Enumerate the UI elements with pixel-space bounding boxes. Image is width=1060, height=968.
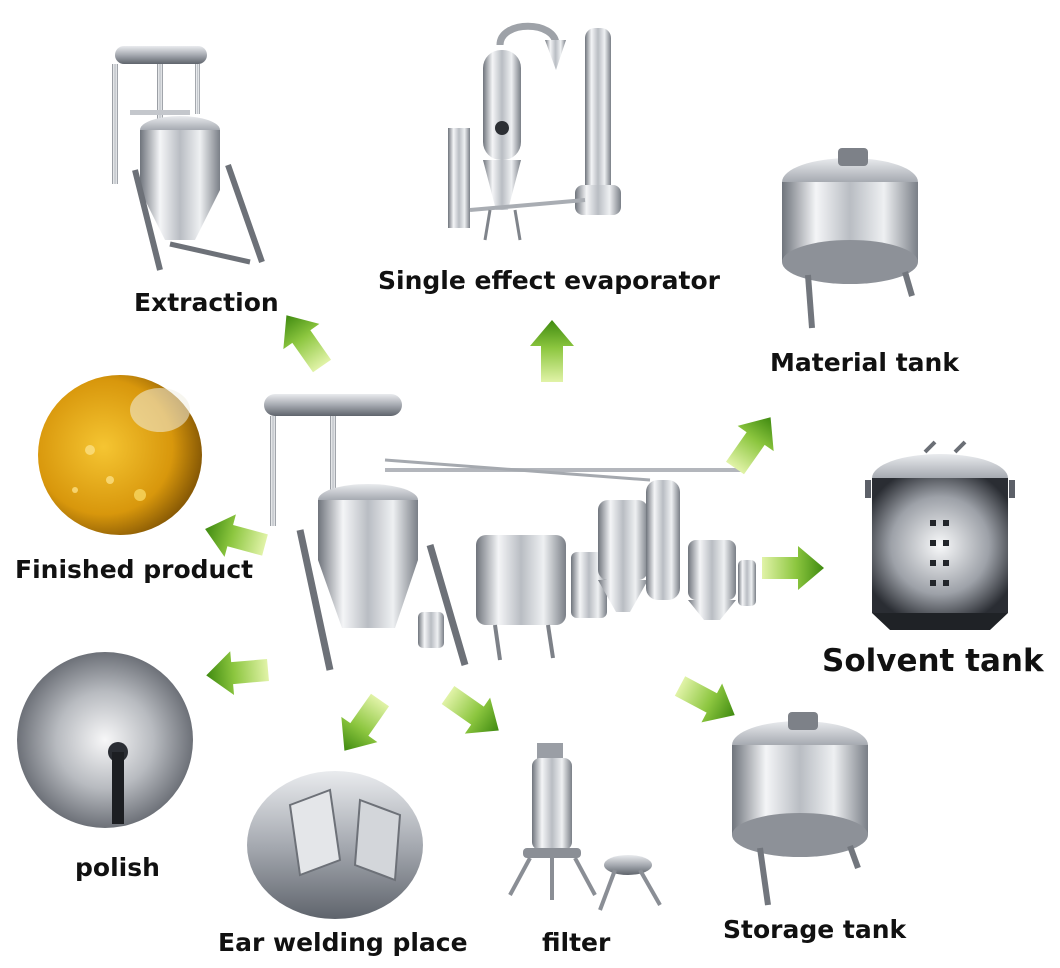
polish-image [17, 652, 193, 828]
extraction-unit-image [112, 46, 265, 271]
label-extraction: Extraction [134, 288, 279, 317]
flow-arrows [199, 302, 824, 764]
ear-welding-image [247, 771, 423, 919]
arrow-to-storage-tank [669, 666, 746, 735]
label-solvent-tank: Solvent tank [822, 643, 1044, 679]
finished-product-image [38, 375, 202, 535]
arrow-to-evaporator [530, 320, 574, 382]
solvent-tank-image [865, 440, 1015, 630]
arrow-to-solvent-tank [762, 546, 824, 590]
production-line-image [264, 394, 756, 671]
material-tank-image [782, 148, 918, 329]
arrow-to-extraction [268, 302, 341, 379]
label-ear-welding: Ear welding place [218, 928, 468, 957]
label-evaporator: Single effect evaporator [378, 266, 720, 295]
evaporator-image [448, 22, 621, 241]
label-polish: polish [75, 853, 160, 882]
arrow-to-ear-welding [326, 687, 399, 764]
filter-image [508, 743, 662, 911]
storage-tank-image [732, 712, 868, 906]
arrow-to-polish [204, 648, 270, 698]
arrow-to-filter [435, 676, 512, 749]
label-material-tank: Material tank [770, 348, 959, 377]
label-storage-tank: Storage tank [723, 915, 907, 944]
label-finished-product: Finished product [15, 555, 254, 584]
label-filter: filter [542, 928, 611, 957]
